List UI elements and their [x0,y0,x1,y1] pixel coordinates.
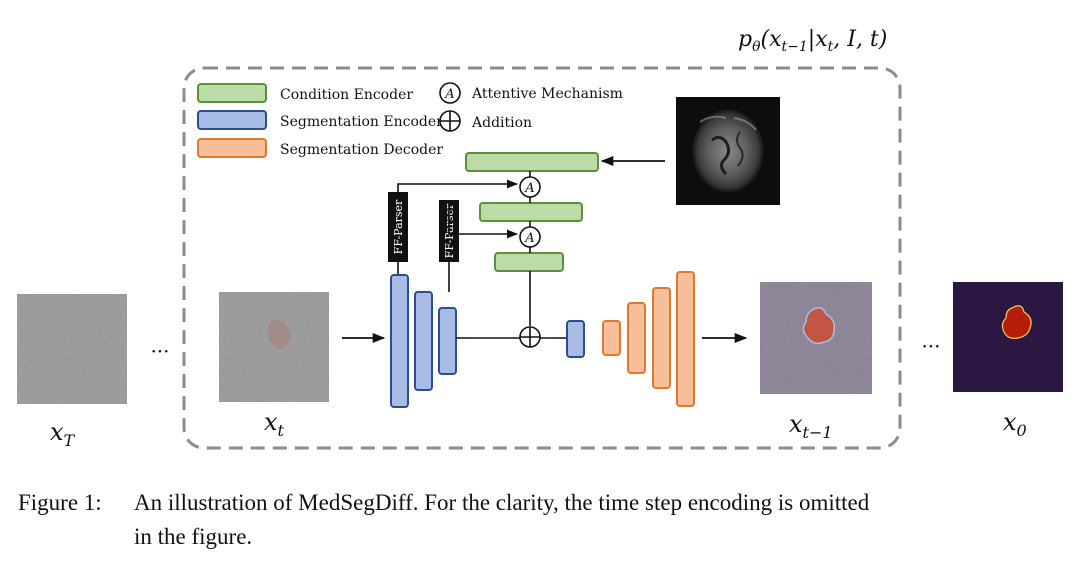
legend-attention-symbol: A [444,87,454,102]
noise-image-xT [17,294,127,404]
legend-seg-encoder-label: Segmentation Encoder [280,114,443,130]
ellipsis-left: ··· [150,339,169,363]
noisy-image-xt [219,292,329,402]
label-xt-1: xt−1 [789,410,833,442]
attention-node-2-symbol: A [524,231,534,246]
segmentation-decoder-block-2 [627,302,646,374]
legend-attention-icon [439,82,461,104]
legend-addition-label: Addition [471,115,532,131]
condition-encoder-block-1 [465,152,599,172]
ff-parser-1-label: FF-Parser [392,199,405,254]
segmentation-decoder-block-4 [676,271,695,407]
segmentation-decoder-block-3 [652,287,671,389]
ff-parser-1 [388,192,408,262]
segmentation-encoder-block-2 [414,291,433,391]
legend-attention-label: Attentive Mechanism [471,86,623,102]
legend-seg-decoder-label: Segmentation Decoder [280,142,443,158]
legend-condition-swatch [197,83,267,103]
legend: Condition Encoder Segmentation Encoder S… [197,82,623,158]
label-xT: xT [50,418,76,450]
legend-seg-encoder-swatch [197,110,267,130]
caption-line-2: in the figure. [134,524,253,549]
attention-node-1 [519,176,541,198]
attention-node-1-symbol: A [524,181,534,196]
legend-seg-decoder-swatch [197,138,267,158]
caption-line-1: An illustration of MedSegDiff. For the c… [134,490,870,515]
segmentation-encoder-block-1 [390,274,409,408]
final-mask-x0 [953,282,1063,392]
label-xt: xt [264,408,285,440]
ellipsis-right: ··· [921,334,940,358]
bottleneck-block [566,320,585,358]
segmentation-decoder-block-1 [602,320,621,356]
caption-label: Figure 1: [18,490,102,515]
segmentation-encoder-block-3 [438,307,457,375]
legend-condition-label: Condition Encoder [280,87,413,103]
condition-encoder-block-3 [494,252,564,272]
label-x0: x0 [1003,408,1027,440]
posterior-formula: pθ(xt−1|xt, I, t) [738,27,887,55]
model-boundary [182,66,902,450]
attention-node-2 [519,226,541,248]
condition-encoder-block-2 [479,202,583,222]
condition-image [676,97,780,205]
predicted-image-xt-1 [760,282,872,394]
figure-caption: Figure 1: An illustration of MedSegDiff. … [18,486,1073,554]
